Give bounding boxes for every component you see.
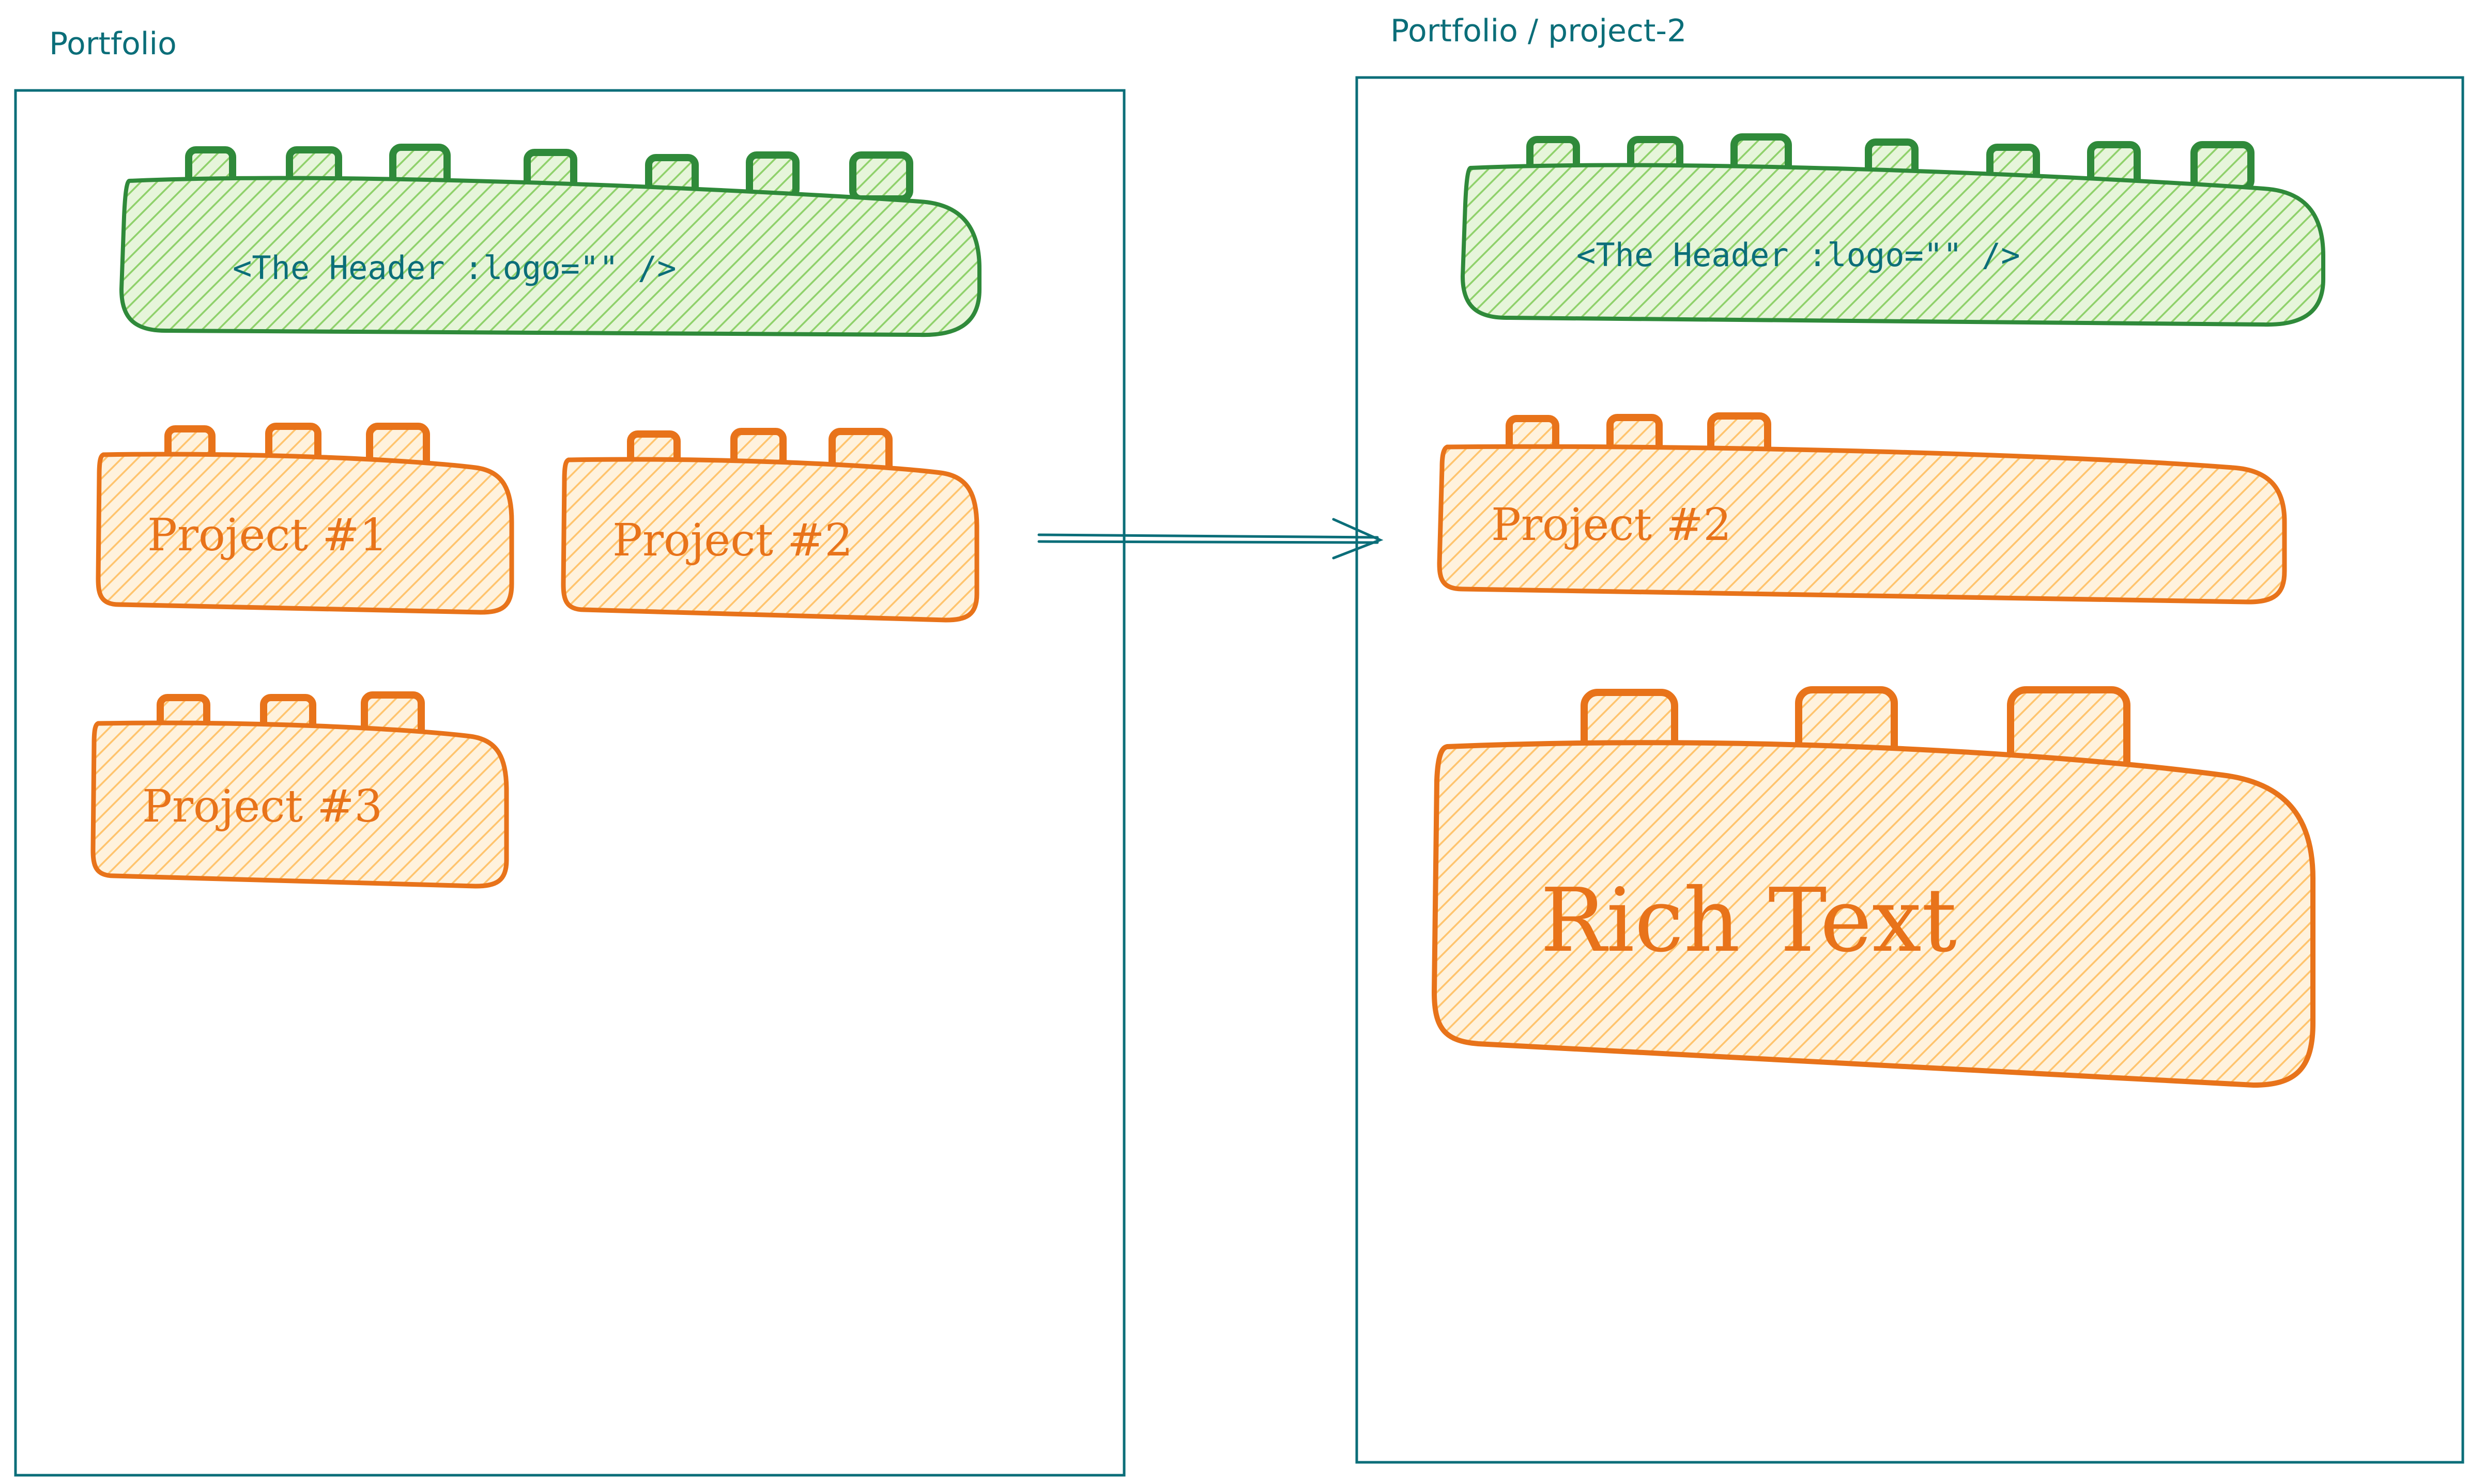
left-project-3-label: Project #3 [142,781,382,832]
left-frame-border [14,89,1126,1477]
left-frame: Portfolio <The Header :logo="" /> [14,26,1126,1477]
rich-text-label: Rich Text [1540,870,1957,972]
rich-text-body [1431,740,2315,1088]
navigation-arrow [1037,518,1384,560]
right-project-2-body [1437,444,2287,605]
right-project-2-label: Project #2 [1491,499,1731,551]
left-project-1-label: Project #1 [147,509,388,561]
right-header-block: <The Header :logo="" /> [1460,133,2325,327]
left-frame-title: Portfolio [49,26,177,62]
right-header-label: <The Header :logo="" /> [1576,236,2020,274]
right-frame-border [1355,76,2464,1464]
left-header-block: <The Header :logo="" /> [119,144,982,337]
left-project-2-label: Project #2 [612,515,853,566]
left-project-2-block: Project #2 [561,428,979,623]
left-header-body [119,176,982,337]
left-header-label: <The Header :logo="" /> [233,249,677,287]
rich-text-block: Rich Text [1431,686,2315,1088]
right-frame-title: Portfolio / project-2 [1390,13,1686,49]
left-project-1-block: Project #1 [96,423,514,615]
right-project-2-block: Project #2 [1437,412,2287,605]
right-header-body [1460,163,2325,327]
right-frame: Portfolio / project-2 <The Header :logo=… [1355,13,2464,1464]
left-project-3-block: Project #3 [90,691,509,889]
left-project-3-body [90,720,509,889]
left-project-2-body [561,457,979,623]
left-project-1-body [96,452,514,615]
